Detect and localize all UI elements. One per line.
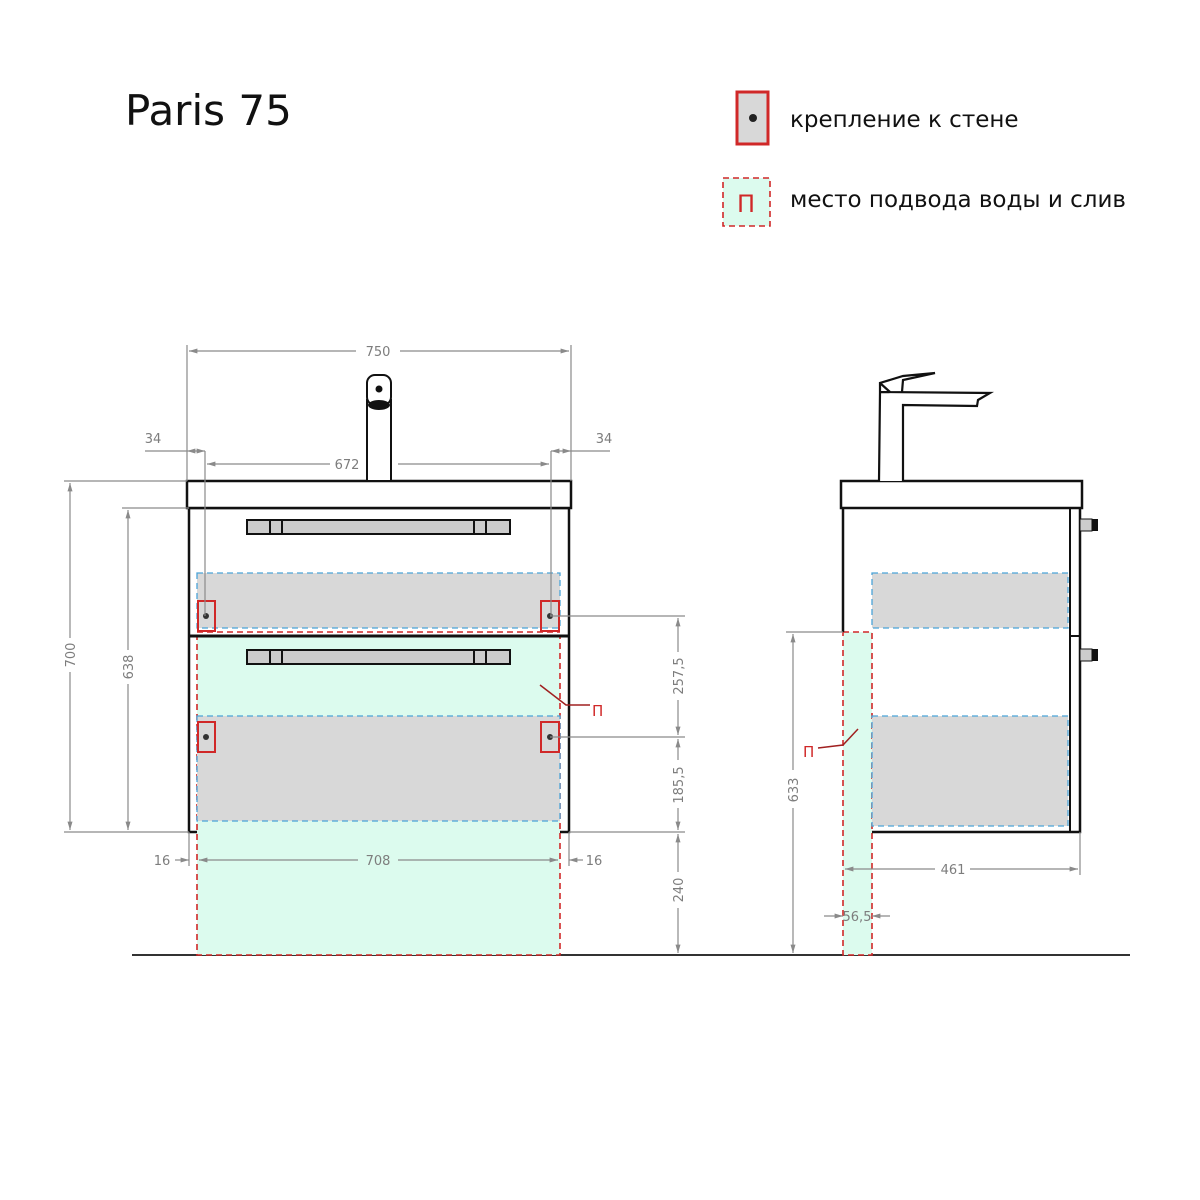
dim-mount-spacing: 672 <box>335 458 360 473</box>
legend-wall-mount-label: крепление к стене <box>790 107 1019 133</box>
faucet-front <box>366 374 392 482</box>
countertop <box>185 479 573 510</box>
dim-water-height: 633 <box>787 778 802 803</box>
dim-left-inset: 16 <box>154 854 171 869</box>
dim-mount-gap: 257,5 <box>672 657 687 694</box>
dim-floor-gap: 240 <box>672 878 687 903</box>
dim-right-offset: 34 <box>596 432 613 447</box>
dim-depth: 461 <box>941 863 966 878</box>
side-water-zone <box>842 631 873 956</box>
drawer-inner-bottom <box>196 715 561 822</box>
front-view: П 750 34 34 672 700 638 257,5 185 <box>64 345 687 956</box>
side-drawer-inner-top <box>871 572 1069 629</box>
side-drawer-inner-bottom <box>871 715 1069 827</box>
drawer-handle-bottom <box>246 649 511 665</box>
side-knob-top <box>1079 518 1098 532</box>
dim-water-depth: 56,5 <box>843 910 872 925</box>
legend: крепление к стене П место подвода воды и… <box>722 90 1126 227</box>
side-view: П 633 461 56,5 <box>786 371 1098 956</box>
drawer-inner-top <box>196 572 561 629</box>
dim-water-width: 708 <box>366 854 391 869</box>
side-countertop <box>839 479 1084 510</box>
wall-mount-points <box>197 600 560 753</box>
water-zone-icon: П <box>722 177 771 227</box>
page-title: Paris 75 <box>125 86 292 135</box>
wall-mount-icon <box>735 90 770 146</box>
legend-water-zone-label: место подвода воды и слив <box>790 187 1126 213</box>
dim-mount-to-bottom: 185,5 <box>672 766 687 803</box>
side-water-marker: П <box>803 743 814 761</box>
front-water-marker: П <box>592 702 603 720</box>
side-knob-bottom <box>1079 648 1098 662</box>
drawer-handle-top <box>246 519 511 535</box>
dim-total-height: 700 <box>64 643 79 668</box>
dim-right-inset: 16 <box>586 854 603 869</box>
legend-water-symbol: П <box>737 190 755 218</box>
dim-total-width: 750 <box>366 345 391 360</box>
dim-left-offset: 34 <box>145 432 162 447</box>
dim-body-height: 638 <box>122 655 137 680</box>
faucet-side <box>877 371 995 482</box>
